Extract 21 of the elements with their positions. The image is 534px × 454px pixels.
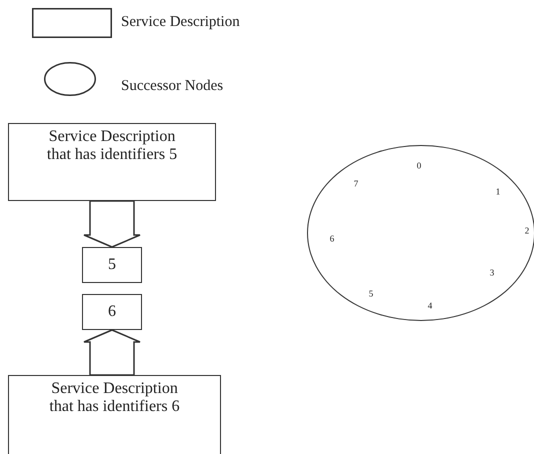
block-arrow — [83, 200, 141, 248]
node-number: 0 — [416, 162, 422, 170]
successor-ring — [307, 145, 534, 321]
node-number: 1 — [496, 188, 500, 196]
service-box — [82, 247, 142, 283]
block-arrow — [83, 329, 141, 376]
box-text: Service Description that has identifiers 5 — [46, 128, 178, 165]
legend-text: Service Description — [121, 15, 240, 30]
service-box — [8, 123, 216, 201]
box-text: 5 — [108, 256, 116, 274]
service-box — [82, 294, 142, 330]
box-text: 6 — [108, 302, 116, 322]
node-number: 5 — [368, 290, 374, 298]
node-number: 4 — [428, 302, 432, 310]
node-number: 7 — [354, 180, 358, 188]
box-text: Service Description that has identifiers 6 — [48, 380, 181, 417]
node-number: 6 — [330, 234, 334, 244]
legend-text: Successor Nodes — [121, 79, 224, 94]
node-number: 2 — [524, 226, 530, 236]
service-box — [8, 375, 221, 454]
node-number: 3 — [490, 268, 494, 278]
